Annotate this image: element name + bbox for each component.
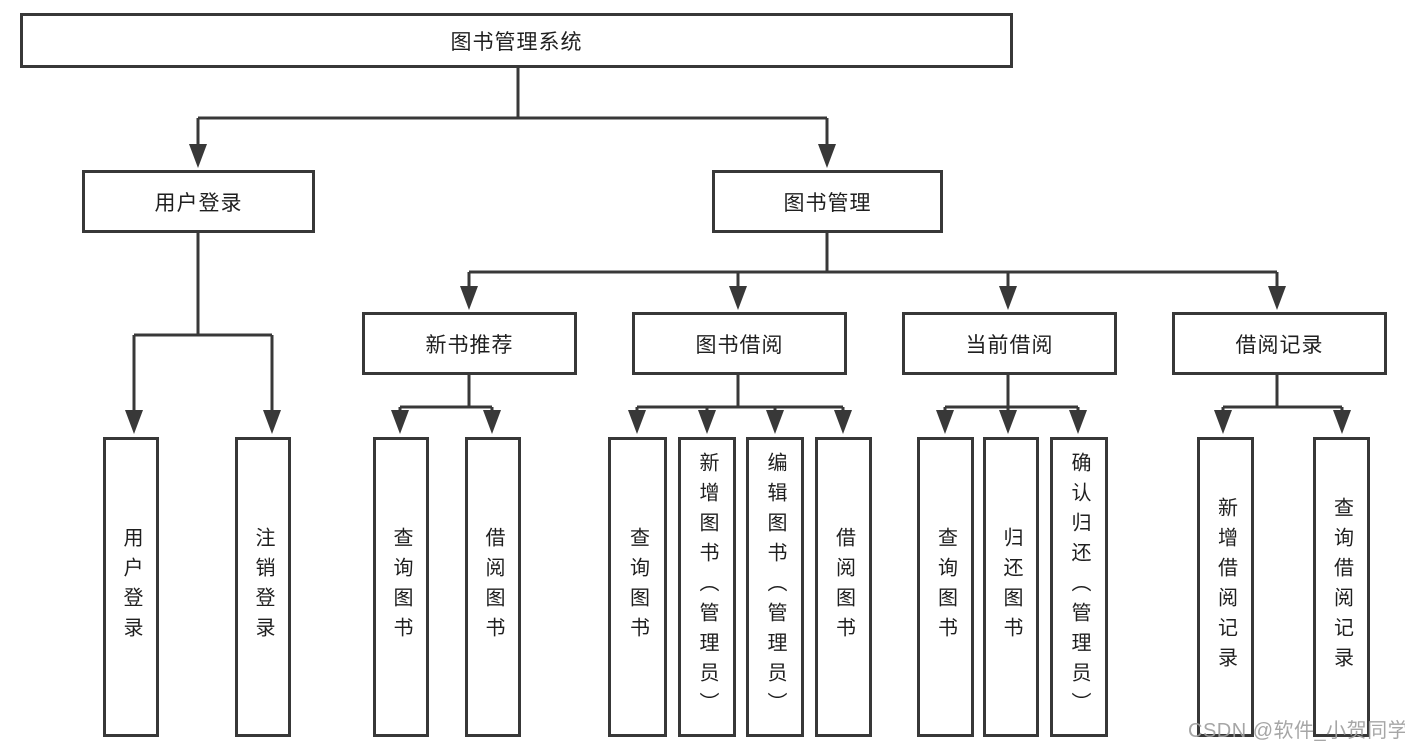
node-current-borrow-label: 当前借阅 — [965, 333, 1054, 357]
node-book-management: 图书管理 — [712, 170, 943, 233]
leaf-add-books-admin-label: 新增图书（管理员） — [696, 452, 718, 722]
leaf-query-books-3: 查询图书 — [917, 437, 974, 737]
leaf-query-books-2: 查询图书 — [608, 437, 667, 737]
leaf-user-login: 用户登录 — [103, 437, 159, 737]
node-book-borrow: 图书借阅 — [632, 312, 847, 375]
leaf-edit-books-admin: 编辑图书（管理员） — [746, 437, 804, 737]
leaf-query-books-2-label: 查询图书 — [626, 527, 649, 647]
leaf-logout: 注销登录 — [235, 437, 291, 737]
node-root: 图书管理系统 — [20, 13, 1013, 68]
leaf-user-login-label: 用户登录 — [120, 527, 142, 647]
node-new-book-recommend-label: 新书推荐 — [425, 333, 514, 357]
leaf-query-borrow-record: 查询借阅记录 — [1313, 437, 1370, 737]
node-user-login-label: 用户登录 — [154, 191, 243, 215]
node-new-book-recommend: 新书推荐 — [362, 312, 577, 375]
leaf-return-books: 归还图书 — [983, 437, 1039, 737]
node-borrow-records: 借阅记录 — [1172, 312, 1387, 375]
leaf-confirm-return-admin-label: 确认归还（管理员） — [1068, 452, 1090, 722]
leaf-borrow-books-1: 借阅图书 — [465, 437, 521, 737]
leaf-logout-label: 注销登录 — [252, 527, 274, 647]
leaf-query-books-1: 查询图书 — [373, 437, 429, 737]
node-borrow-records-label: 借阅记录 — [1235, 333, 1324, 357]
arrowheads — [125, 144, 1351, 434]
leaf-query-books-1-label: 查询图书 — [390, 527, 412, 647]
leaf-borrow-books-1-label: 借阅图书 — [482, 527, 504, 647]
leaf-borrow-books-2-label: 借阅图书 — [832, 527, 855, 647]
leaf-add-books-admin: 新增图书（管理员） — [678, 437, 736, 737]
node-current-borrow: 当前借阅 — [902, 312, 1117, 375]
leaf-add-borrow-record-label: 新增借阅记录 — [1214, 497, 1237, 677]
node-root-label: 图书管理系统 — [450, 30, 583, 54]
leaf-borrow-books-2: 借阅图书 — [815, 437, 872, 737]
leaf-edit-books-admin-label: 编辑图书（管理员） — [764, 452, 786, 722]
node-book-management-label: 图书管理 — [783, 191, 872, 215]
leaf-confirm-return-admin: 确认归还（管理员） — [1050, 437, 1108, 737]
leaf-query-borrow-record-label: 查询借阅记录 — [1330, 497, 1353, 677]
leaf-return-books-label: 归还图书 — [1000, 527, 1022, 647]
node-user-login: 用户登录 — [82, 170, 315, 233]
leaf-add-borrow-record: 新增借阅记录 — [1197, 437, 1254, 737]
node-book-borrow-label: 图书借阅 — [695, 333, 784, 357]
leaf-query-books-3-label: 查询图书 — [934, 527, 957, 647]
watermark: CSDN @软件_小贺同学 — [1188, 720, 1405, 742]
